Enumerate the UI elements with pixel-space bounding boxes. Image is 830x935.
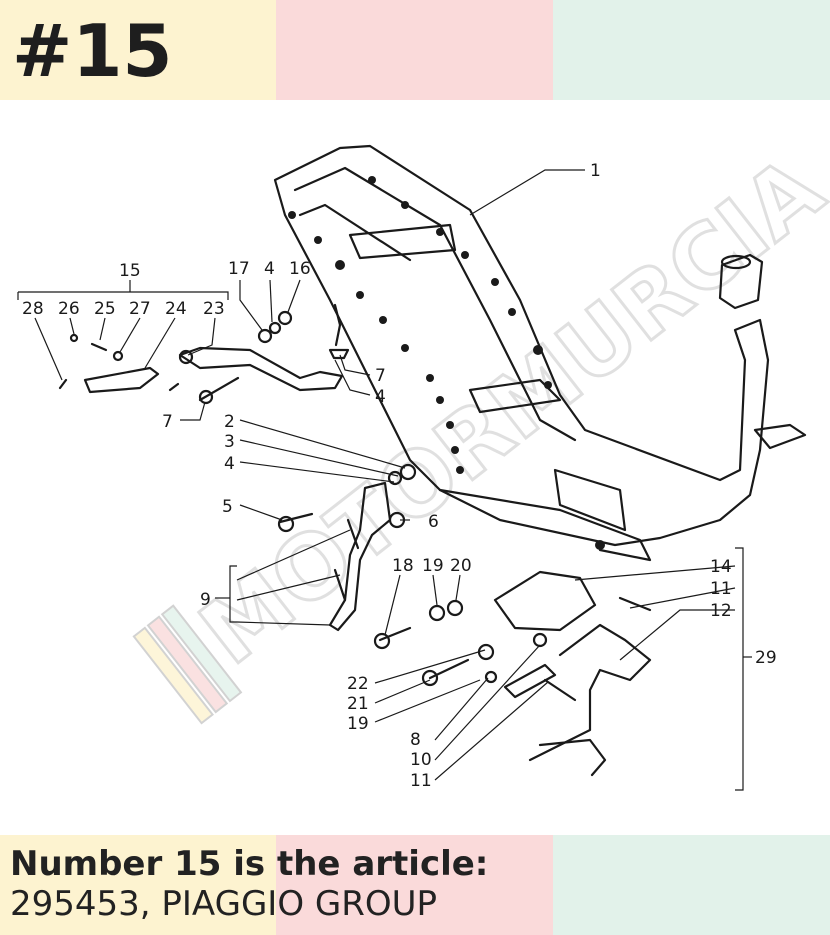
callout-28: 28 [22, 299, 44, 319]
callout-14: 14 [710, 557, 732, 577]
article-caption-heading: Number 15 is the article: [10, 844, 489, 884]
callout-11-bottom: 11 [410, 771, 432, 791]
callout-1: 1 [590, 161, 601, 181]
callout-15: 15 [119, 261, 141, 281]
band-yellow [0, 835, 276, 935]
band-green [553, 835, 830, 935]
band-green [553, 0, 830, 100]
callout-5: 5 [222, 497, 233, 517]
callout-8: 8 [410, 730, 421, 750]
band-pink [276, 0, 553, 100]
leader-lines [17, 169, 752, 791]
footrest-assembly [58, 303, 350, 405]
callout-11-right: 11 [710, 579, 732, 599]
callout-6: 6 [428, 512, 439, 532]
callout-26: 26 [58, 299, 80, 319]
callout-9: 9 [200, 590, 211, 610]
callout-4-right: 4 [375, 387, 386, 407]
header-color-band [0, 0, 830, 100]
part-number-badge: #15 [12, 9, 173, 93]
callout-21: 21 [347, 694, 369, 714]
callout-22: 22 [347, 674, 369, 694]
callout-17: 17 [228, 259, 250, 279]
callout-7-left: 7 [162, 412, 173, 432]
callout-27: 27 [129, 299, 151, 319]
band-pink [276, 835, 553, 935]
callout-24: 24 [165, 299, 187, 319]
callout-10: 10 [410, 750, 432, 770]
callout-2: 2 [224, 412, 235, 432]
callout-25: 25 [94, 299, 116, 319]
watermark-text: MOTORMURCIA [181, 137, 830, 684]
article-caption-value: 295453, PIAGGIO GROUP [10, 884, 438, 924]
callout-3: 3 [224, 432, 235, 452]
footer-color-band [0, 835, 830, 935]
callout-23: 23 [203, 299, 225, 319]
callout-20: 20 [450, 556, 472, 576]
callout-18: 18 [392, 556, 414, 576]
callout-19-bottom: 19 [347, 714, 369, 734]
callout-4-mid: 4 [224, 454, 235, 474]
exploded-parts-diagram: MOTORMURCIA [17, 135, 830, 791]
callout-4-top: 4 [264, 259, 275, 279]
callout-16: 16 [289, 259, 311, 279]
stand-assembly [277, 463, 652, 777]
watermark-logo: MOTORMURCIA [132, 135, 830, 725]
band-yellow [0, 0, 276, 100]
callout-7-right: 7 [375, 366, 386, 386]
callout-12: 12 [710, 601, 732, 621]
frame-part-1 [273, 144, 807, 562]
callout-19-top: 19 [422, 556, 444, 576]
callout-labels: 1 15 28 26 25 27 24 23 17 4 16 7 4 7 2 3… [22, 161, 777, 791]
callout-29: 29 [755, 648, 777, 668]
